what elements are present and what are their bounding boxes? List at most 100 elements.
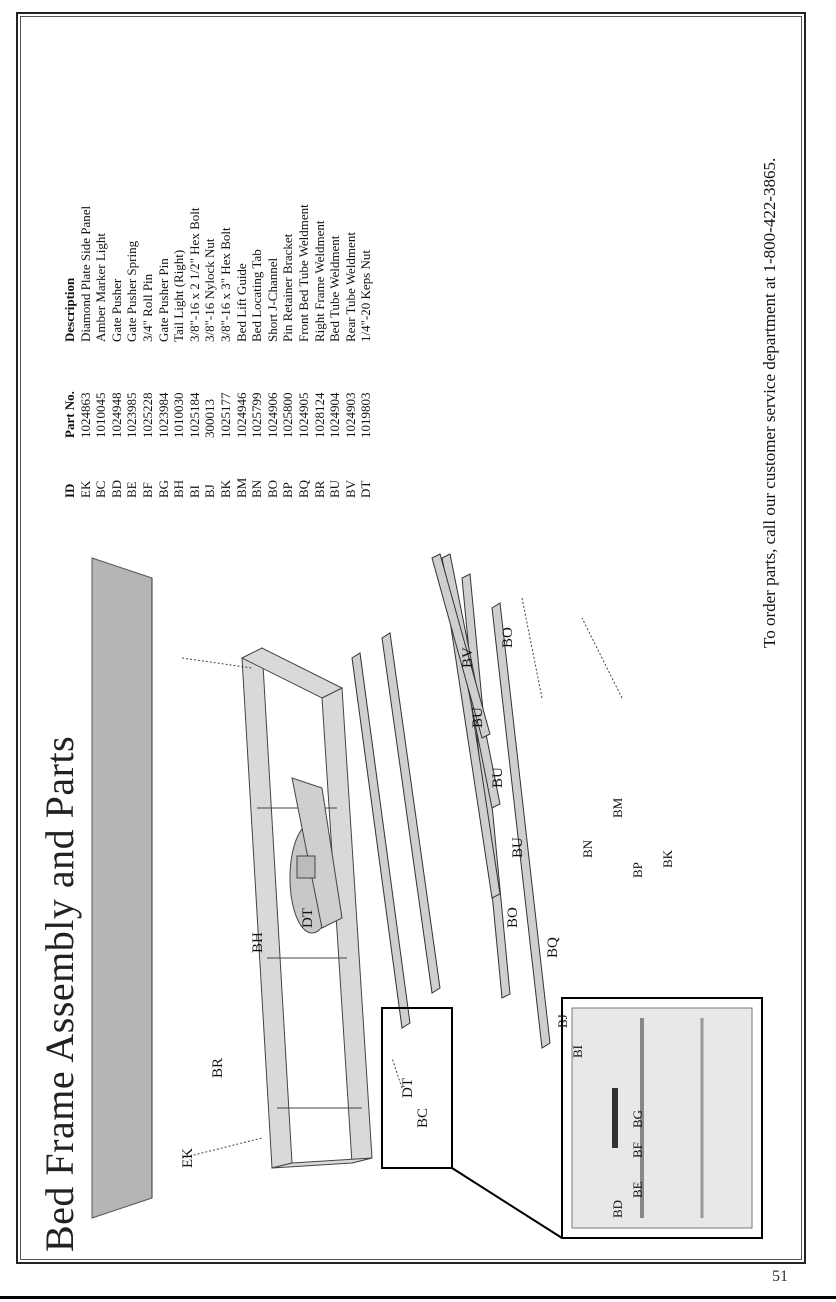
label-bi: BI xyxy=(570,1045,585,1058)
row-part-no: 300013 xyxy=(202,399,218,438)
row-id: BF xyxy=(139,482,155,498)
footer-order-text: To order parts, call our customer servic… xyxy=(760,157,779,648)
label-br: BR xyxy=(210,1058,226,1078)
diamond-plate-panel xyxy=(91,557,153,1219)
label-bd: BD xyxy=(610,1200,625,1218)
row-description: Gate Pusher Pin xyxy=(155,258,171,342)
table-row: DT 1019803 1/4"-20 Keps Nut xyxy=(358,204,374,498)
row-description: 1/4"-20 Keps Nut xyxy=(358,250,374,342)
label-bu: BU xyxy=(510,837,526,858)
row-id: BM xyxy=(233,477,249,498)
label-bh: BH xyxy=(250,932,266,953)
row-id: BG xyxy=(155,479,171,498)
header-part-no: Part No. xyxy=(62,391,77,438)
label-bm: BM xyxy=(610,797,625,818)
row-id: BC xyxy=(93,480,109,498)
row-id: BH xyxy=(171,479,187,498)
table-row: BG 1023984 Gate Pusher Pin xyxy=(156,204,172,498)
row-part-no: 1024906 xyxy=(264,392,280,439)
page-inner-border xyxy=(20,16,802,1260)
row-part-no: 1010045 xyxy=(93,392,109,439)
label-bv: BV xyxy=(460,647,476,668)
row-id: BP xyxy=(280,482,296,498)
table-row: BN 1025799 Bed Locating Tab xyxy=(249,204,265,498)
row-id: BV xyxy=(342,479,358,498)
row-description: Bed Locating Tab xyxy=(249,249,265,342)
row-part-no: 1010030 xyxy=(171,392,187,439)
row-description: Right Frame Weldment xyxy=(311,220,327,342)
row-part-no: 1024905 xyxy=(295,392,311,439)
row-id: BE xyxy=(124,481,140,498)
row-part-no: 1024903 xyxy=(342,392,358,439)
table-row: BH 1010030 Tail Light (Right) xyxy=(171,204,187,498)
row-description: Amber Marker Light xyxy=(93,232,109,342)
row-id: BN xyxy=(249,479,265,498)
row-description: 3/8"-16 x 3" Hex Bolt xyxy=(217,227,233,342)
row-id: BO xyxy=(264,479,280,498)
row-description: Gate Pusher Spring xyxy=(124,240,140,342)
bottom-rule xyxy=(0,1296,836,1299)
row-id: BJ xyxy=(202,484,218,498)
table-row: BE 1023985 Gate Pusher Spring xyxy=(124,204,140,498)
row-id: BK xyxy=(217,479,233,498)
table-row: BV 1024903 Rear Tube Weldment xyxy=(343,204,359,498)
row-description: Pin Retainer Bracket xyxy=(280,233,296,342)
row-id: BQ xyxy=(295,479,311,498)
frame-weldment xyxy=(240,647,373,1169)
row-part-no: 1019803 xyxy=(358,392,374,439)
inset-box xyxy=(561,997,763,1239)
row-part-no: 1025799 xyxy=(249,392,265,439)
row-id: DT xyxy=(358,480,374,498)
table-row: BQ 1024905 Front Bed Tube Weldment xyxy=(296,204,312,498)
row-description: 3/8"-16 x 2 1/2" Hex Bolt xyxy=(186,207,202,342)
page-number: 51 xyxy=(772,1268,788,1285)
row-part-no: 1024948 xyxy=(108,392,124,439)
row-description: Gate Pusher xyxy=(108,278,124,342)
row-description: 3/8"-16 Nylock Nut xyxy=(202,238,218,342)
row-part-no: 1025800 xyxy=(280,392,296,439)
row-part-no: 1024946 xyxy=(233,392,249,439)
row-description: Front Bed Tube Weldment xyxy=(295,204,311,342)
row-description: Rear Tube Weldment xyxy=(342,232,358,342)
header-description: Description xyxy=(62,277,77,342)
row-description: Bed Lift Guide xyxy=(233,263,249,342)
label-be: BE xyxy=(630,1181,645,1198)
row-description: Tail Light (Right) xyxy=(171,249,187,342)
table-row: BF 1025228 3/4" Roll Pin xyxy=(140,204,156,498)
header-id: ID xyxy=(62,483,77,498)
label-bu-2: BU xyxy=(490,767,506,788)
row-description: Diamond Plate Side Panel xyxy=(77,205,93,342)
page-border xyxy=(16,12,806,1264)
label-bo-2: BO xyxy=(500,627,516,648)
row-part-no: 1028124 xyxy=(311,392,327,439)
inset-detail xyxy=(571,1007,753,1229)
row-description: Short J-Channel xyxy=(264,257,280,342)
label-bg: BG xyxy=(630,1110,645,1128)
table-row: BK 1025177 3/8"-16 x 3" Hex Bolt xyxy=(218,204,234,498)
row-part-no: 1023984 xyxy=(155,392,171,439)
label-ek: EK xyxy=(180,1148,196,1168)
row-part-no: 1025177 xyxy=(217,392,233,439)
parts-table-header: ID Part No. Description xyxy=(62,204,78,498)
row-id: BU xyxy=(327,479,343,498)
table-row: BJ 300013 3/8"-16 Nylock Nut xyxy=(202,204,218,498)
tubes xyxy=(351,553,551,1049)
row-description: Bed Tube Weldment xyxy=(327,235,343,342)
table-row: BP 1025800 Pin Retainer Bracket xyxy=(280,204,296,498)
row-part-no: 1025228 xyxy=(139,392,155,439)
row-part-no: 1024863 xyxy=(77,392,93,439)
label-bc: BC xyxy=(415,1108,431,1128)
rotated-sheet: Bed Frame Assembly and Parts xyxy=(22,18,802,1258)
label-bf: BF xyxy=(630,1142,645,1158)
row-id: BI xyxy=(186,485,202,498)
tail-light-shape xyxy=(296,855,316,879)
row-description: 3/4" Roll Pin xyxy=(139,273,155,342)
row-part-no: 1025184 xyxy=(186,392,202,439)
row-part-no: 1023985 xyxy=(124,392,140,439)
label-dt-2: DT xyxy=(400,1078,416,1098)
